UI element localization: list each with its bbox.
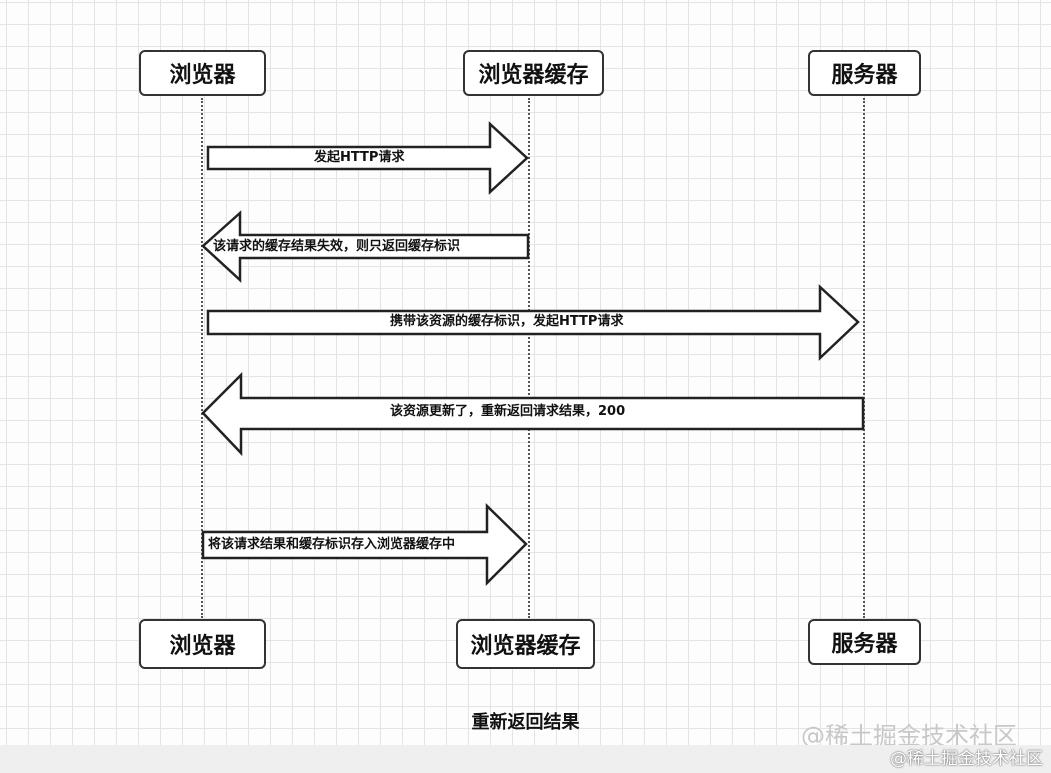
message-arrow-1 xyxy=(206,121,529,195)
lifeline-cache xyxy=(528,98,530,618)
watermark-footer: @稀土掘金技术社区 xyxy=(890,749,1043,769)
lifeline-server xyxy=(863,98,865,618)
message-arrow-4 xyxy=(201,371,865,457)
message-label-5: 将该请求结果和缓存标识存入浏览器缓存中 xyxy=(208,537,456,552)
message-arrow-3 xyxy=(206,284,860,361)
footer-bar xyxy=(0,745,1051,773)
message-arrow-2 xyxy=(201,210,530,283)
actor-cache-top: 浏览器缓存 xyxy=(463,50,604,96)
message-arrow-5 xyxy=(201,503,528,587)
message-label-4: 该资源更新了，重新返回请求结果，200 xyxy=(390,404,626,419)
actor-browser-bottom: 浏览器 xyxy=(139,619,266,669)
diagram-caption: 重新返回结果 xyxy=(471,712,580,733)
message-label-3: 携带该资源的缓存标识，发起HTTP请求 xyxy=(390,314,624,329)
actor-browser-top: 浏览器 xyxy=(139,50,266,96)
lifeline-browser xyxy=(201,98,203,618)
actor-cache-bottom: 浏览器缓存 xyxy=(456,619,595,669)
actor-server-top: 服务器 xyxy=(808,50,921,96)
message-label-2: 该请求的缓存结果失效，则只返回缓存标识 xyxy=(213,239,461,254)
actor-server-bottom: 服务器 xyxy=(808,619,921,665)
message-label-1: 发起HTTP请求 xyxy=(314,150,405,165)
